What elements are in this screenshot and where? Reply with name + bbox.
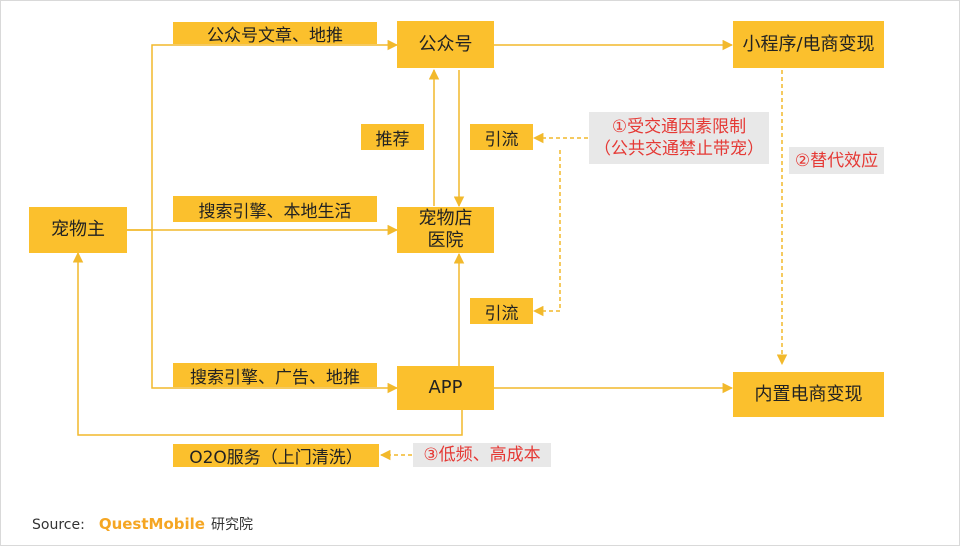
note-substitution: ②替代效应 bbox=[789, 147, 884, 174]
source-footer: Source: QuestMobile 研究院 bbox=[32, 514, 253, 534]
edge-app-to-owner bbox=[72, 251, 463, 436]
source-label: Source: bbox=[32, 517, 85, 533]
node-app: APP bbox=[397, 366, 494, 410]
label-traffic-top: 引流 bbox=[470, 124, 533, 150]
brand-logo-text: QuestMobile bbox=[98, 515, 205, 533]
note-traffic-limit-line1: ①受交通因素限制 bbox=[611, 117, 747, 137]
label-o2o: O2O服务（上门清洗） bbox=[173, 444, 379, 468]
edge-note-to-traffic-bottom bbox=[532, 150, 561, 317]
node-pet-store-line2: 医院 bbox=[427, 230, 464, 251]
label-articles-push: 公众号文章、地推 bbox=[173, 22, 377, 46]
note-traffic-limit: ①受交通因素限制 （公共交通禁止带宠） bbox=[589, 112, 769, 164]
node-pet-store-line1: 宠物店 bbox=[418, 208, 473, 229]
node-pet-owner: 宠物主 bbox=[29, 207, 127, 253]
node-mini-program: 小程序/电商变现 bbox=[733, 21, 884, 68]
label-traffic-bottom: 引流 bbox=[470, 298, 533, 324]
node-builtin-ecommerce: 内置电商变现 bbox=[733, 372, 884, 417]
label-recommend: 推荐 bbox=[361, 124, 424, 150]
edge-owner-to-app bbox=[151, 230, 399, 394]
node-pet-store: 宠物店 医院 bbox=[397, 207, 494, 253]
note-traffic-limit-line2: （公共交通禁止带宠） bbox=[594, 139, 764, 159]
label-search-ads-push: 搜索引擎、广告、地推 bbox=[173, 363, 377, 388]
label-search-local: 搜索引擎、本地生活 bbox=[173, 196, 377, 222]
node-official-account: 公众号 bbox=[397, 21, 494, 68]
brand-subtitle: 研究院 bbox=[210, 517, 253, 533]
note-low-freq: ③低频、高成本 bbox=[413, 443, 551, 467]
